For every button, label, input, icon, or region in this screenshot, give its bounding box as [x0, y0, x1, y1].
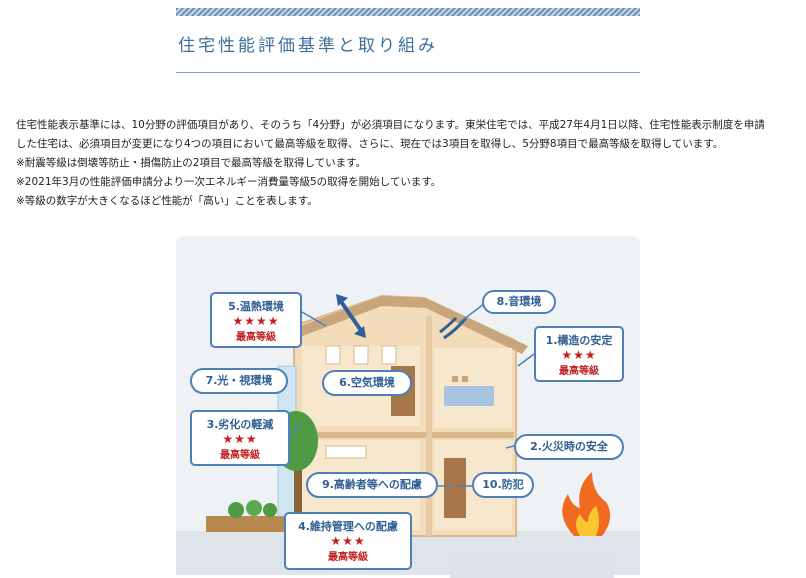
frame-1 — [452, 376, 458, 382]
note-grade: ※等級の数字が大きくなるほど性能が「高い」ことを表します。 — [16, 195, 318, 207]
shrub-1 — [228, 502, 244, 518]
note-energy: ※2021年3月の性能評価申請分より一次エネルギー消費量等級5の取得を開始してい… — [16, 176, 442, 188]
label-structure-name: 1.構造の安定 — [545, 334, 613, 347]
ventilation-arrow — [338, 298, 364, 334]
label-degradation-reduction: 3.劣化の軽減 ★★★ 最高等級 — [190, 410, 290, 466]
leader-thermal — [301, 311, 327, 327]
air-conditioner — [325, 445, 367, 459]
label-crime-prevention: 10.防犯 — [472, 472, 534, 498]
label-crime-name: 10.防犯 — [482, 478, 524, 491]
arrow-head-up — [336, 294, 348, 306]
shrub-3 — [263, 503, 277, 517]
label-light-environment: 7.光・視環境 — [190, 368, 288, 394]
floor-divider — [296, 432, 514, 438]
door — [444, 458, 466, 518]
sound-wave-2 — [443, 317, 468, 340]
label-degradation-grade: 最高等級 — [220, 450, 260, 461]
label-thermal-grade: 最高等級 — [236, 332, 276, 343]
intro-line-1: 住宅性能表示基準には、10分野の評価項目があり、そのうち「4分野」が必須項目にな… — [16, 119, 765, 131]
window-3 — [381, 345, 397, 365]
label-degradation-stars: ★★★ — [222, 432, 258, 446]
label-structure-stars: ★★★ — [561, 348, 597, 362]
label-maintenance-grade: 最高等級 — [328, 552, 368, 563]
label-sound-environment: 8.音環境 — [482, 290, 556, 314]
window-1 — [325, 345, 341, 365]
bottom-panel — [450, 548, 614, 578]
leader-structure — [517, 353, 535, 367]
label-thermal-name: 5.温熱環境 — [228, 300, 284, 313]
shrub-2 — [246, 500, 262, 516]
label-fire-name: 2.火災時の安全 — [530, 440, 608, 453]
label-elderly-consideration: 9.高齢者等への配慮 — [306, 472, 438, 498]
label-thermal-environment: 5.温熱環境 ★★★★ 最高等級 — [210, 292, 302, 348]
label-elderly-name: 9.高齢者等への配慮 — [322, 478, 422, 491]
label-air-environment: 6.空気環境 — [322, 370, 412, 396]
window-2 — [353, 345, 369, 365]
label-fire-safety: 2.火災時の安全 — [514, 434, 624, 460]
label-maintenance-name: 4.維持管理への配慮 — [298, 520, 398, 533]
inner-wall — [426, 316, 432, 536]
label-maintenance-consideration: 4.維持管理への配慮 ★★★ 最高等級 — [284, 512, 412, 570]
label-light-name: 7.光・視環境 — [205, 374, 273, 387]
house-illustration: 5.温熱環境 ★★★★ 最高等級 8.音環境 1.構造の安定 ★★★ 最高等級 … — [176, 236, 640, 575]
label-degradation-name: 3.劣化の軽減 — [206, 418, 274, 431]
label-sound-name: 8.音環境 — [496, 295, 542, 308]
note-seismic: ※耐震等級は倒壊等防止・損傷防止の2項目で最高等級を取得しています。 — [16, 157, 367, 169]
intro-text: 住宅性能表示基準には、10分野の評価項目があり、そのうち「4分野」が必須項目にな… — [16, 116, 796, 211]
flame-core-icon — [576, 506, 599, 536]
bed — [444, 386, 494, 406]
sound-wave-1 — [439, 316, 458, 334]
leader-sound — [459, 303, 485, 323]
arrow-head-down — [354, 326, 366, 338]
page-title: 住宅性能評価基準と取り組み — [178, 36, 438, 56]
leader-degradation — [289, 423, 303, 435]
label-maintenance-stars: ★★★ — [330, 534, 366, 548]
label-structure-grade: 最高等級 — [559, 366, 599, 377]
tree-trunk — [294, 456, 302, 516]
title-stripe — [176, 8, 640, 16]
section-header: 住宅性能評価基準と取り組み — [176, 8, 640, 73]
label-structural-stability: 1.構造の安定 ★★★ 最高等級 — [534, 326, 624, 382]
leader-fire — [505, 445, 515, 449]
label-thermal-stars: ★★★★ — [232, 314, 280, 328]
intro-line-2: した住宅は、必須項目が変更になり4つの項目において最高等級を取得、さらに、現在で… — [16, 138, 724, 150]
frame-2 — [462, 376, 468, 382]
title-underline — [176, 72, 640, 73]
label-air-name: 6.空気環境 — [339, 376, 395, 389]
